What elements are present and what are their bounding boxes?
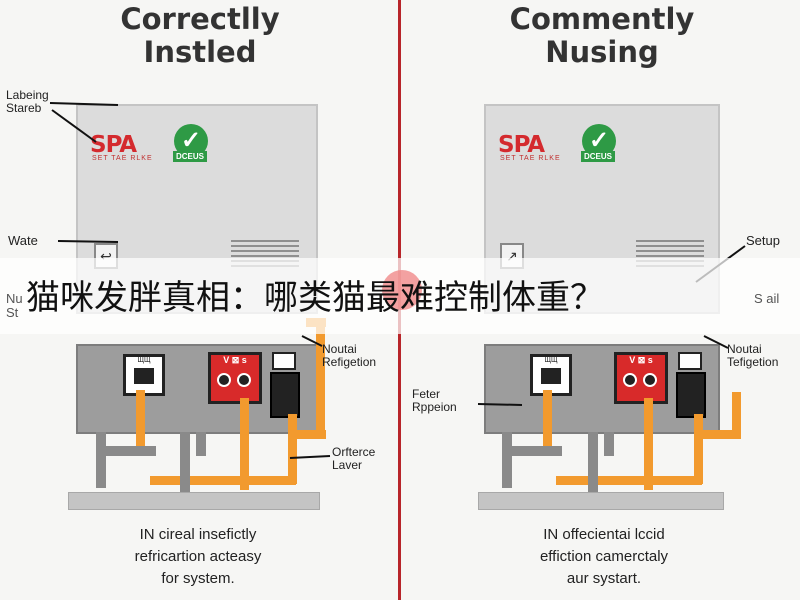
right-title-line1: Commently: [509, 2, 695, 36]
left-red-device-label: V ⊠ s: [223, 355, 247, 365]
callout-feter: Feter Rppeion: [412, 388, 457, 414]
left-red-knob-1: [217, 373, 231, 387]
left-grey-pipe-4: [196, 432, 206, 456]
right-red-knob-1: [623, 373, 637, 387]
callout-offerce-line2: Laver: [332, 458, 363, 472]
right-black-device: [676, 372, 706, 418]
right-orange-pipe-2: [644, 398, 653, 490]
left-caption: IN cireal insefictly refricartion acteas…: [48, 524, 348, 590]
leader-left-offerce: [289, 455, 331, 459]
right-grey-pipe-1: [502, 432, 512, 488]
leader-labeling: [51, 109, 97, 143]
callout-right-notai-line1: Noutai: [727, 342, 762, 356]
right-white-device-screen: [541, 368, 561, 384]
leader-labeling-top: [49, 102, 119, 106]
right-caption: IN offecientai lccid effiction camerctal…: [454, 524, 754, 590]
callout-feter-line1: Feter: [412, 387, 441, 401]
left-check-label: DCEUS: [173, 151, 208, 162]
headline-text: 猫咪发胖真相：哪类猫最难控制体重？: [26, 278, 604, 318]
left-orange-pipe-1: [136, 390, 145, 450]
left-grey-pipe-2: [96, 446, 156, 456]
left-white-device-screen: [134, 368, 154, 384]
left-caption-line1: IN cireal insefictly: [139, 526, 257, 543]
right-orange-pipe-riser: [732, 392, 741, 438]
right-red-device-label: V ⊠ s: [629, 355, 653, 365]
callout-left-notai-line1: Noutai: [322, 342, 357, 356]
left-spa-logo: SPA: [90, 132, 137, 158]
left-orange-pipe-3: [288, 414, 297, 484]
right-white-device-label: ЩЩ: [544, 357, 558, 364]
callout-left-notai-line2: Refigetion: [322, 355, 377, 369]
right-grey-pipe-3: [588, 432, 598, 492]
left-white-device: ЩЩ: [123, 354, 165, 396]
callout-labeling-line2: Stareb: [6, 101, 42, 115]
right-orange-pipe-3: [694, 414, 703, 484]
right-caption-line3: aur systart.: [566, 570, 642, 587]
left-white-device-label: ЩЩ: [137, 357, 151, 364]
callout-water: Wate: [8, 233, 38, 248]
callout-setup: Setup: [746, 233, 780, 248]
left-grey-pipe-1: [96, 432, 106, 488]
right-caption-line1: IN offecientai lccid: [543, 526, 665, 543]
left-orange-pipe-horizontal: [150, 476, 296, 485]
right-caption-line2: effiction camerctaly: [539, 548, 669, 565]
right-grey-pipe-2: [502, 446, 562, 456]
leader-water: [57, 240, 119, 243]
right-black-device-window: [678, 352, 702, 370]
left-red-device: V ⊠ s: [208, 352, 262, 404]
callout-labeling: Labeing Stareb: [6, 89, 49, 115]
left-black-device-window: [272, 352, 296, 370]
right-title: Commently Nusing: [452, 3, 752, 69]
left-base-plate: [68, 492, 320, 510]
right-orange-pipe-horizontal: [556, 476, 702, 485]
callout-left-notai: Noutai Refigetion: [322, 343, 376, 369]
leader-right-notai: [703, 335, 729, 349]
right-check-label: DCEUS: [581, 151, 616, 162]
leader-feter: [477, 403, 523, 406]
left-orange-pipe-elbow: [290, 430, 326, 439]
right-red-knob-2: [643, 373, 657, 387]
right-base-plate: [478, 492, 724, 510]
callout-offerce-line1: Orfterce: [332, 445, 376, 459]
left-red-knob-2: [237, 373, 251, 387]
right-spa-logo: SPA: [498, 132, 545, 158]
red-circle-marker: [382, 270, 422, 310]
left-title-line1: Correctlly: [120, 2, 280, 36]
callout-right-notai-line2: Tefigetion: [727, 355, 779, 369]
left-black-device: [270, 372, 300, 418]
left-title-line2: Instled: [143, 35, 257, 69]
callout-right-notai: Noutai Tefigetion: [727, 343, 778, 369]
left-grey-pipe-3: [180, 432, 190, 492]
right-title-line2: Nusing: [545, 35, 659, 69]
callout-offerce: Orfterce Laver: [332, 446, 375, 472]
right-red-device: V ⊠ s: [614, 352, 668, 404]
callout-left-partial-1: Nu: [6, 291, 23, 306]
right-logo-subtext: SET TAE RLKE: [500, 155, 561, 162]
right-grey-pipe-4: [604, 432, 614, 456]
callout-labeling-line1: Labeing: [6, 88, 49, 102]
left-title: Correctlly Instled: [50, 3, 350, 69]
left-orange-pipe-riser: [316, 322, 325, 434]
callout-left-partial-2: St: [6, 305, 19, 320]
left-logo-subtext: SET TAE RLKE: [92, 155, 153, 162]
left-orange-pipe-2: [240, 398, 249, 490]
right-orange-pipe-1: [543, 390, 552, 450]
leader-left-notai: [301, 335, 323, 347]
left-caption-line2: refricartion acteasy: [134, 548, 262, 565]
callout-sail: S ail: [754, 291, 780, 306]
right-orange-pipe-elbow: [696, 430, 741, 439]
left-caption-line3: for system.: [161, 570, 235, 587]
callout-feter-line2: Rppeion: [412, 400, 457, 414]
